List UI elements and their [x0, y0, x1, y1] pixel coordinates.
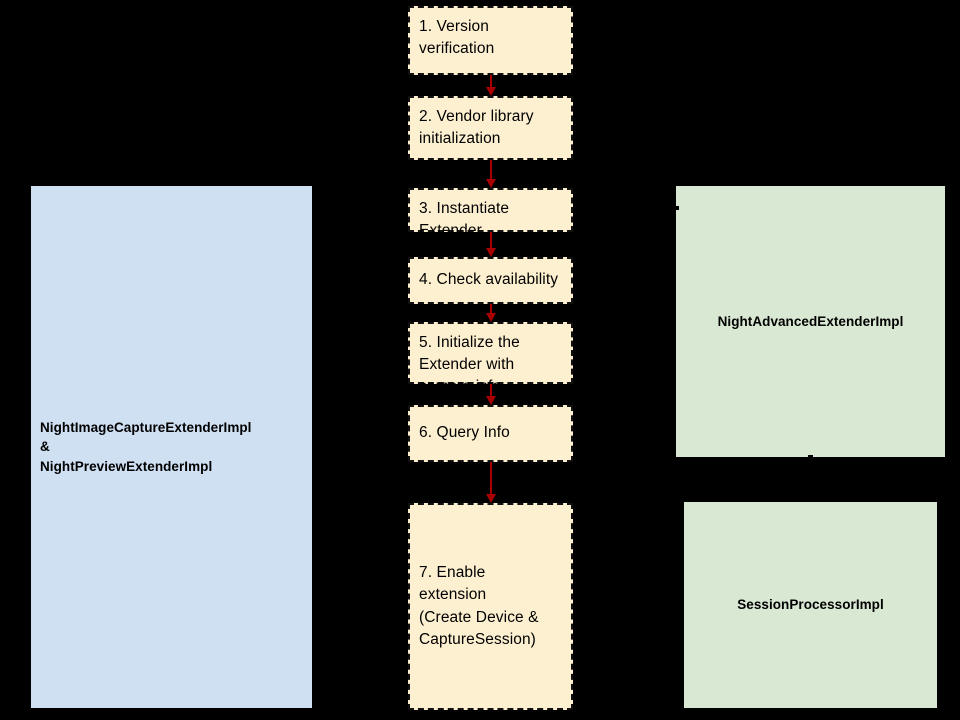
- arrow-step3-to-step4: [486, 232, 496, 257]
- flow-step-1-label: 1. Version verification: [419, 18, 495, 58]
- connector-stub-bottom-advanced: [808, 455, 813, 458]
- flow-step-2-label: 2. Vendor library initialization: [419, 108, 534, 148]
- connector-stub-left-advanced: [676, 206, 679, 210]
- flow-step-2[interactable]: 2. Vendor library initialization: [408, 96, 573, 160]
- arrow-step4-to-step5: [486, 304, 496, 322]
- flow-step-3[interactable]: 3. Instantiate Extender: [408, 188, 573, 239]
- arrow-step6-to-step7: [486, 462, 496, 503]
- flow-step-5-label: 5. Initialize the Extender with camera i…: [419, 334, 520, 396]
- arrow-step5-to-step6: [486, 384, 496, 405]
- flow-step-7[interactable]: 7. Enable extension (Create Device & Cap…: [408, 503, 573, 710]
- flow-step-6-label: 6. Query Info: [419, 424, 510, 442]
- session-processor-box: SessionProcessorImpl: [684, 502, 937, 708]
- arrow-step1-to-step2: [486, 75, 496, 96]
- flow-step-1[interactable]: 1. Version verification: [408, 6, 573, 75]
- session-processor-label: SessionProcessorImpl: [737, 597, 884, 613]
- advanced-extender-label: NightAdvancedExtenderImpl: [717, 313, 904, 329]
- advanced-extender-box: NightAdvancedExtenderImpl: [676, 186, 945, 457]
- flow-step-4-label: 4. Check availability: [419, 271, 559, 289]
- flow-step-6[interactable]: 6. Query Info: [408, 405, 573, 462]
- arrow-step2-to-step3: [486, 160, 496, 188]
- flow-step-3-label: 3. Instantiate Extender: [419, 200, 510, 240]
- flow-step-7-label: 7. Enable extension (Create Device & Cap…: [419, 564, 539, 648]
- flow-step-4[interactable]: 4. Check availability: [408, 257, 573, 304]
- left-implementation-label: NightImageCaptureExtenderImpl & NightPre…: [40, 419, 252, 474]
- flow-step-5[interactable]: 5. Initialize the Extender with camera i…: [408, 322, 573, 395]
- left-implementation-box: NightImageCaptureExtenderImpl & NightPre…: [31, 186, 312, 708]
